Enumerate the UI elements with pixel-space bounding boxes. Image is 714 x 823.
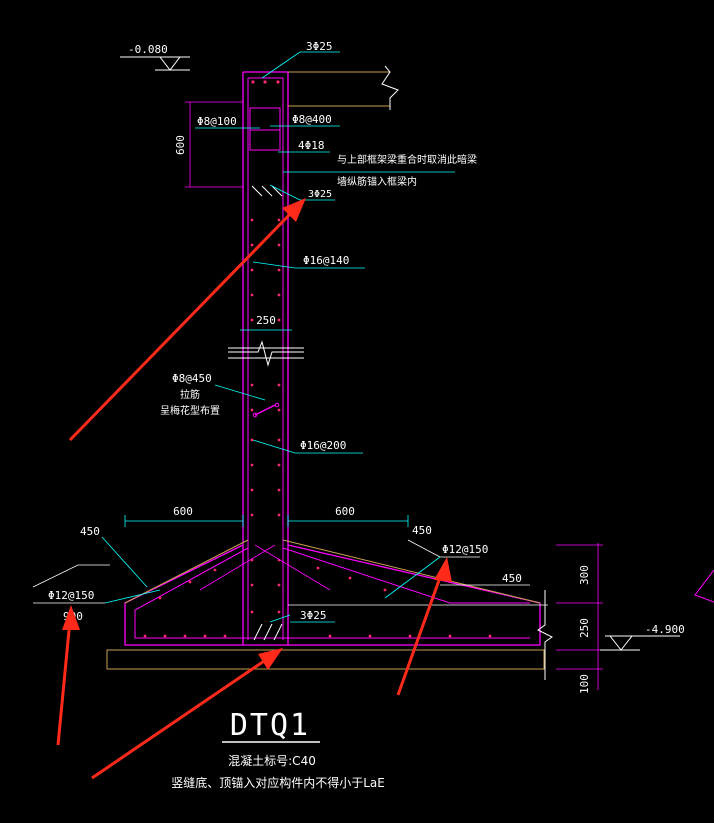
dim-250-label: 250	[578, 618, 591, 638]
dim-600-right-label: 600	[335, 505, 355, 518]
tie-450-label: Φ8@450	[172, 372, 212, 385]
adjacent-drawing-edge	[694, 569, 714, 603]
dim-600-vertical: 600	[174, 101, 243, 188]
drawing-title-block: DTQ1 混凝土标号:C40 竖缝底、顶锚入对应构件内不得小于LaE	[171, 708, 385, 790]
red-arrow-1	[68, 198, 306, 442]
bottom-bars-label: 3Φ25	[300, 609, 327, 622]
dim-600-left: 600	[124, 505, 244, 527]
horiz-bars-200: Φ16@200	[252, 439, 363, 454]
top-bars-leader: 3Φ25	[261, 40, 340, 79]
dim-450-left-label: 450	[80, 525, 100, 538]
footing-outline	[106, 539, 553, 680]
tie-note-line2: 呈梅花型布置	[160, 404, 220, 417]
bars-3-25-mid: 3Φ25	[251, 184, 335, 201]
elevation-marker-top: -0.080	[120, 43, 190, 71]
anchor-note: 竖缝底、顶锚入对应构件内不得小于LaE	[171, 775, 385, 790]
vert-bars-140-label: Φ16@140	[303, 254, 349, 267]
stirrup-100-leader: Φ8@100	[195, 115, 260, 129]
stirrup-400-label: Φ8@400	[292, 113, 332, 126]
beam-note: 与上部框架梁重合时取消此暗梁 墙纵筋锚入框梁内	[283, 153, 477, 188]
top-bars-label: 3Φ25	[306, 40, 333, 53]
dim-600-vertical-label: 600	[174, 135, 187, 155]
stirrup-100-label: Φ8@100	[197, 115, 237, 128]
red-arrows	[56, 198, 452, 780]
footing-bars-left: Φ12@150 900	[33, 589, 161, 623]
vert-bars-140: Φ16@140	[252, 254, 365, 269]
wall-thickness-label: 250	[256, 314, 276, 327]
dim-450-left: 450	[32, 525, 148, 588]
wall-rebar-dots	[250, 218, 281, 517]
red-arrow-3	[91, 648, 283, 780]
beam-note-line1: 与上部框架梁重合时取消此暗梁	[337, 153, 477, 166]
horiz-bars-200-label: Φ16@200	[300, 439, 346, 452]
dim-450-slope-label: 450	[502, 572, 522, 585]
tie-450: Φ8@450 拉筋 呈梅花型布置	[160, 372, 280, 418]
tie-note-line1: 拉筋	[180, 388, 200, 401]
stirrup-400-leader: Φ8@400	[270, 113, 340, 127]
wall-break	[228, 340, 304, 367]
dim-250-wall: 250	[240, 314, 292, 331]
elevation-marker-bottom: -4.900	[600, 623, 685, 651]
red-arrow-4	[396, 557, 452, 696]
red-arrow-2	[56, 605, 80, 746]
dim-100-label: 100	[578, 674, 591, 694]
dim-vertical-right: 300 250 100	[556, 543, 603, 694]
bars-3-25-mid-label: 3Φ25	[308, 189, 332, 200]
dim-450-right: 450 Φ12@150 450	[384, 524, 530, 599]
elevation-top-label: -0.080	[128, 43, 168, 56]
concrete-grade: 混凝土标号:C40	[228, 753, 316, 768]
drawing-title: DTQ1	[230, 708, 310, 743]
footing-bars-right-label: Φ12@150	[442, 543, 488, 556]
bars-4-18-leader: 4Φ18	[278, 139, 330, 153]
elevation-bottom-label: -4.900	[645, 623, 685, 636]
dim-600-left-label: 600	[173, 505, 193, 518]
top-concealed-beam	[242, 65, 399, 645]
footing-rebar-dots	[143, 558, 492, 638]
dim-300-label: 300	[578, 565, 591, 585]
footing-bars-left-label: Φ12@150	[48, 589, 94, 602]
bars-4-18-label: 4Φ18	[298, 139, 325, 152]
dim-450-right-label: 450	[412, 524, 432, 537]
footing-ties	[199, 544, 331, 591]
bars-3-25-bottom: 3Φ25	[253, 609, 335, 641]
dim-600-right: 600	[287, 505, 409, 527]
beam-note-line2: 墙纵筋锚入框梁内	[337, 175, 417, 188]
